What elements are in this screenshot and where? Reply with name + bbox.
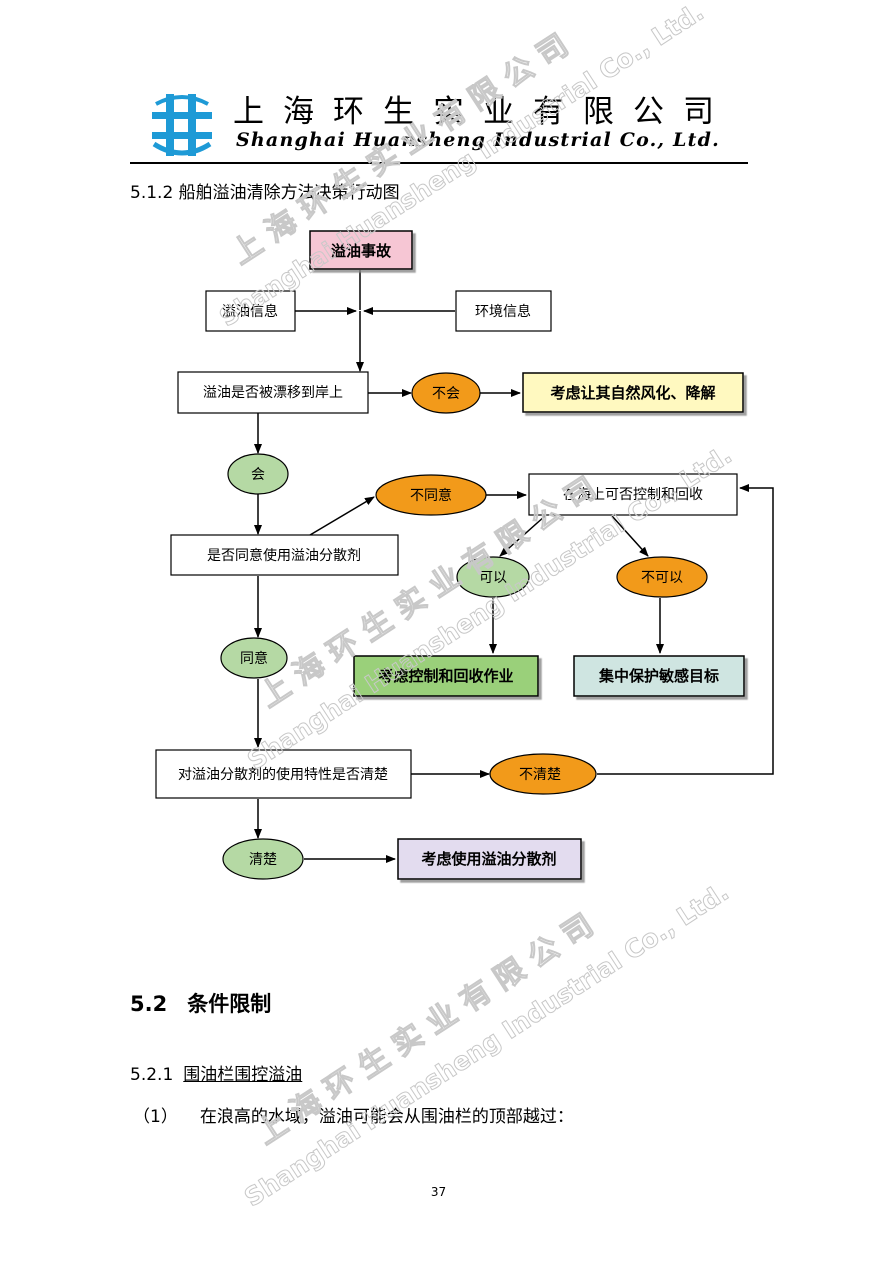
- node-cannot: 不可以: [616, 556, 708, 598]
- node-sea-control-question: 在海上可否控制和回收: [528, 473, 738, 516]
- node-cannot-label: 不可以: [641, 570, 683, 586]
- heading-5-2-1: 5.2.1 围油栏围控溢油: [130, 1060, 302, 1085]
- node-use-dispersant: 考虑使用溢油分散剂: [397, 838, 582, 880]
- node-disagree-label: 不同意: [410, 487, 452, 504]
- header-divider: [130, 162, 748, 164]
- node-dispersant-question-label: 是否同意使用溢油分散剂: [207, 547, 361, 564]
- node-dispersant-question: 是否同意使用溢油分散剂: [170, 534, 399, 576]
- node-drift-question-label: 溢油是否被漂移到岸上: [203, 385, 343, 401]
- node-unclear: 不清楚: [489, 753, 597, 795]
- node-properties-question-label: 对溢油分散剂的使用特性是否清楚: [178, 766, 388, 783]
- node-agree: 同意: [220, 637, 288, 679]
- node-no-drift-label: 不会: [432, 386, 460, 402]
- node-clear-label: 清楚: [249, 852, 277, 868]
- node-sea-control-question-label: 在海上可否控制和回收: [563, 487, 703, 503]
- company-name-en: Shanghai Huansheng Industrial Co., Ltd.: [236, 129, 720, 151]
- node-yes-drift: 会: [227, 453, 289, 495]
- node-protect-targets-label: 集中保护敏感目标: [598, 667, 719, 685]
- flow-connectors: [254, 270, 774, 863]
- node-properties-question: 对溢油分散剂的使用特性是否清楚: [155, 749, 412, 799]
- node-use-dispersant-label: 考虑使用溢油分散剂: [421, 850, 556, 868]
- node-natural-weathering-label: 考虑让其自然风化、降解: [550, 384, 715, 402]
- company-logo: [152, 94, 212, 156]
- company-name-cn: 上海环生实业有限公司: [233, 94, 733, 130]
- node-env-info-label: 环境信息: [475, 303, 531, 320]
- paragraph-item-1: （1） 在浪高的水域，溢油可能会从围油栏的顶部越过：: [133, 1102, 574, 1127]
- node-control-operation-label: 考虑控制和回收作业: [378, 667, 513, 685]
- paragraph-text: 在浪高的水域，溢油可能会从围油栏的顶部越过：: [199, 1107, 574, 1127]
- heading-5-2: 5.2 条件限制: [130, 988, 271, 1018]
- node-unclear-label: 不清楚: [519, 767, 561, 783]
- node-clear: 清楚: [222, 838, 304, 880]
- node-can: 可以: [456, 556, 530, 598]
- node-agree-label: 同意: [240, 650, 268, 667]
- heading-5-2-title: 条件限制: [187, 992, 272, 1016]
- page-number: 37: [430, 1185, 447, 1199]
- node-env-info: 环境信息: [455, 290, 552, 332]
- node-spill-info-label: 溢油信息: [222, 303, 278, 320]
- node-no-drift: 不会: [411, 372, 481, 414]
- heading-5-2-1-title: 围油栏围控溢油: [183, 1065, 303, 1085]
- heading-5-2-number: 5.2: [130, 992, 168, 1016]
- heading-5-2-1-number: 5.2.1: [130, 1065, 174, 1085]
- node-drift-question: 溢油是否被漂移到岸上: [177, 371, 369, 414]
- node-natural-weathering: 考虑让其自然风化、降解: [522, 372, 744, 413]
- node-yes-drift-label: 会: [251, 467, 265, 483]
- node-disagree: 不同意: [375, 474, 487, 516]
- node-accident-label: 溢油事故: [331, 242, 392, 260]
- node-can-label: 可以: [479, 570, 507, 586]
- section-title: 5.1.2 船舶溢油清除方法决策行动图: [130, 183, 400, 203]
- node-spill-info: 溢油信息: [205, 290, 296, 332]
- node-protect-targets: 集中保护敏感目标: [573, 655, 745, 697]
- node-control-operation: 考虑控制和回收作业: [353, 655, 539, 697]
- paragraph-marker: （1）: [133, 1107, 178, 1127]
- node-accident: 溢油事故: [309, 230, 413, 270]
